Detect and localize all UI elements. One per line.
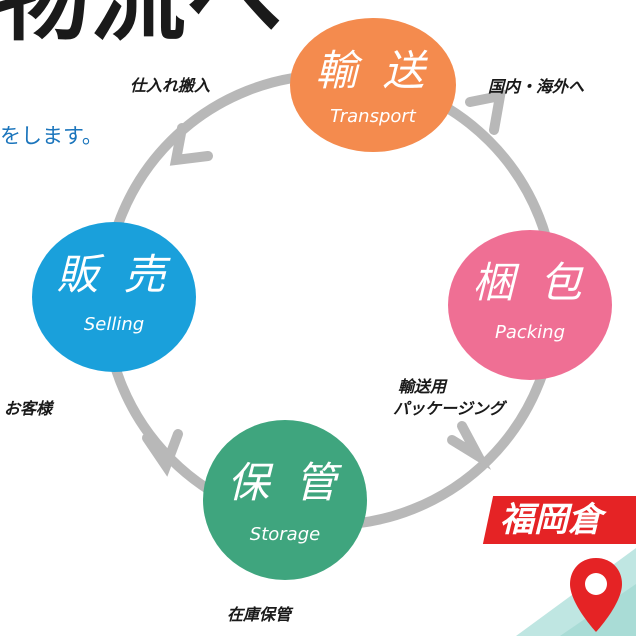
description-fragment: をします。: [0, 124, 103, 148]
label-domestic-overseas: 国内・海外へ: [488, 77, 585, 96]
map-pin-icon: [570, 558, 622, 632]
stage-title: 輸 送: [315, 46, 431, 95]
label-inventory: 在庫保管: [227, 605, 292, 624]
arrow-right-bottom: [447, 421, 492, 470]
stage-title: 梱 包: [472, 258, 588, 307]
stage-title: 保 管: [227, 458, 343, 507]
label-purchase: 仕入れ搬入: [130, 76, 211, 95]
stage-packing: 梱 包 Packing: [448, 230, 612, 380]
stage-subtitle: Storage: [249, 524, 321, 545]
arrow-left-bottom: [142, 429, 183, 477]
location-banner-text: 福岡倉: [500, 500, 602, 540]
arrow-left-top: [169, 123, 213, 166]
stage-storage: 保 管 Storage: [203, 420, 367, 580]
label-customer: お客様: [4, 399, 53, 418]
stage-subtitle: Selling: [83, 314, 145, 335]
stage-transport: 輸 送 Transport: [290, 18, 456, 152]
stage-selling: 販 売 Selling: [32, 222, 196, 372]
label-shipping-packaging-2: パッケージング: [393, 399, 505, 418]
arrow-right-top: [465, 89, 507, 135]
stage-subtitle: Transport: [330, 106, 416, 127]
stage-subtitle: Packing: [494, 322, 566, 343]
stage-title: 販 売: [56, 250, 172, 299]
label-shipping-packaging-1: 輸送用: [398, 377, 447, 396]
page-title-fragment: 物流へ: [0, 0, 282, 46]
